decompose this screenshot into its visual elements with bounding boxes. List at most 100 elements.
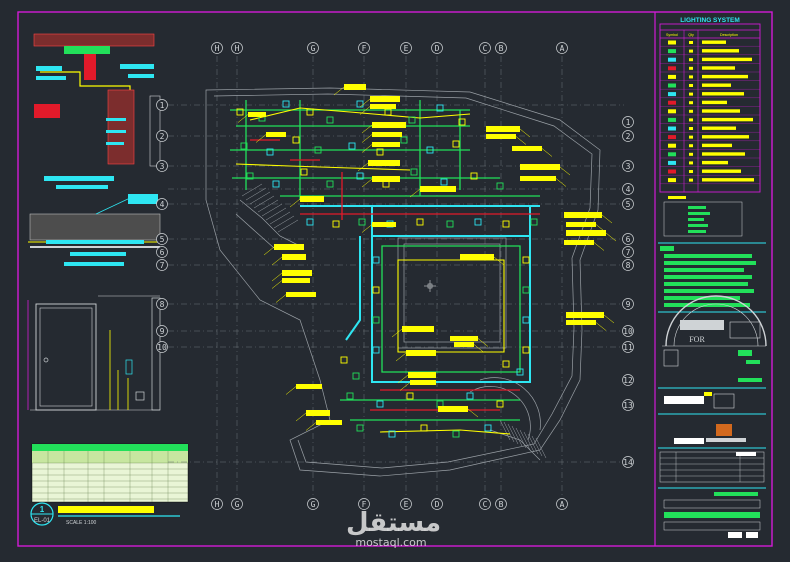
light-fixture [372,286,380,294]
grid-label-top-3-circle [358,42,370,54]
scale-note: SCALE 1:100 [66,520,97,526]
legend-symbol [668,40,676,45]
structural-grid [168,56,624,496]
grid-label-top-2-circle [307,42,319,54]
annotation-tag [566,312,604,318]
annotation-tag [402,326,434,332]
annotation-tag [566,230,606,236]
grid-label-right-12: 13 [623,401,633,410]
grid-label-right-10: 11 [623,343,633,352]
grid-label-left-5-circle [156,246,168,258]
grid-label-right-12-circle [622,399,634,411]
light-fixture [372,256,380,264]
grid-label-top-6: C [483,44,488,53]
light-fixture [356,100,364,108]
grid-label-bottom-7: B [499,500,504,509]
grid-label-left-0: 1 [160,101,165,110]
legend-col-symbol: Symbol [666,33,678,37]
annotation-tag [372,222,396,227]
light-fixture [522,256,530,264]
circuit-ring-cyan [300,205,540,383]
north-marker [424,280,436,292]
grid-label-top-5-circle [431,42,443,54]
annotation-tag [266,132,286,137]
light-fixture [474,218,482,226]
legend-col-description: Description [720,33,738,37]
light-fixture [408,116,416,124]
ceiling-section-detail [28,194,161,266]
legend-symbol [668,126,676,131]
watermark-logo-arabic: مستقل [346,508,442,538]
grid-label-top-0: H [215,44,220,53]
grid-label-left-8: 9 [160,327,165,336]
grid-label-right-6-circle [622,246,634,258]
legend-rows [660,40,760,184]
circuit-ring-green [230,100,540,421]
legend-symbol [668,178,676,183]
light-fixture [452,430,460,438]
grid-label-right-2-circle [622,160,634,172]
grid-label-bottom-2: G [311,500,316,509]
annotation-tag [282,270,312,276]
annotation-callouts [237,84,617,431]
grid-label-bottom-7-circle [495,498,507,510]
legend-symbol [668,83,676,88]
grid-label-right-4: 5 [626,200,631,209]
grid-label-right-4-circle [622,198,634,210]
light-fixture [400,136,408,144]
legend-symbol [668,152,676,157]
light-fixture [420,424,428,432]
grid-label-bottom-2-circle [307,498,319,510]
annotation-tag [564,212,602,218]
grid-label-top-1: H [235,44,240,53]
annotation-tag [370,104,396,109]
legend-panel [659,23,761,193]
annotation-tag [344,84,366,90]
grid-label-right-0-circle [622,116,634,128]
light-fixture [340,356,348,364]
grid-label-top-2: G [311,44,316,53]
legend-col-qty: Qty [688,33,694,37]
grid-label-bottom-5-circle [431,498,443,510]
sheet-number: EL-01 [34,518,51,524]
light-fixture [484,424,492,432]
annotation-tag [306,410,330,416]
grid-label-bottom-6-circle [479,498,491,510]
grid-label-left-6-circle [156,259,168,271]
client-logo-panel [658,295,767,389]
grid-label-left-1: 2 [160,132,165,141]
grid-label-left-7: 8 [160,300,165,309]
light-fixture [426,146,434,154]
light-fixture [470,172,478,180]
door-elevation-detail [27,295,161,411]
light-fixture [352,372,360,380]
grid-label-bottom-8: A [560,500,565,509]
legend-symbol [668,92,676,97]
grid-label-left-9: 10 [157,343,167,352]
grid-label-top-4: E [404,44,409,53]
general-notes-panel [658,242,766,313]
legend-symbol [668,74,676,79]
legend-symbol [668,100,676,105]
light-fixture [452,140,460,148]
stairs [241,183,547,459]
annotation-tag [486,134,516,139]
annotation-tag [520,164,560,170]
detail-number: 1 [40,505,45,514]
light-fixture [300,168,308,176]
light-fixture [530,218,538,226]
grid-label-bottom-1-circle [231,498,243,510]
annotation-tag [316,420,342,425]
grid-label-bottom-3: F [362,500,367,509]
circuit-schedule-gridlines [32,451,188,502]
grid-label-right-5: 6 [626,235,631,244]
annotation-tag [282,254,306,260]
annotation-tag [274,244,304,250]
annotation-tag [368,160,400,166]
annotation-tag [420,186,456,192]
grid-label-right-8-circle [622,298,634,310]
annotation-tag [282,278,310,283]
legend-symbol [668,66,676,71]
grid-label-right-9: 10 [623,327,633,336]
